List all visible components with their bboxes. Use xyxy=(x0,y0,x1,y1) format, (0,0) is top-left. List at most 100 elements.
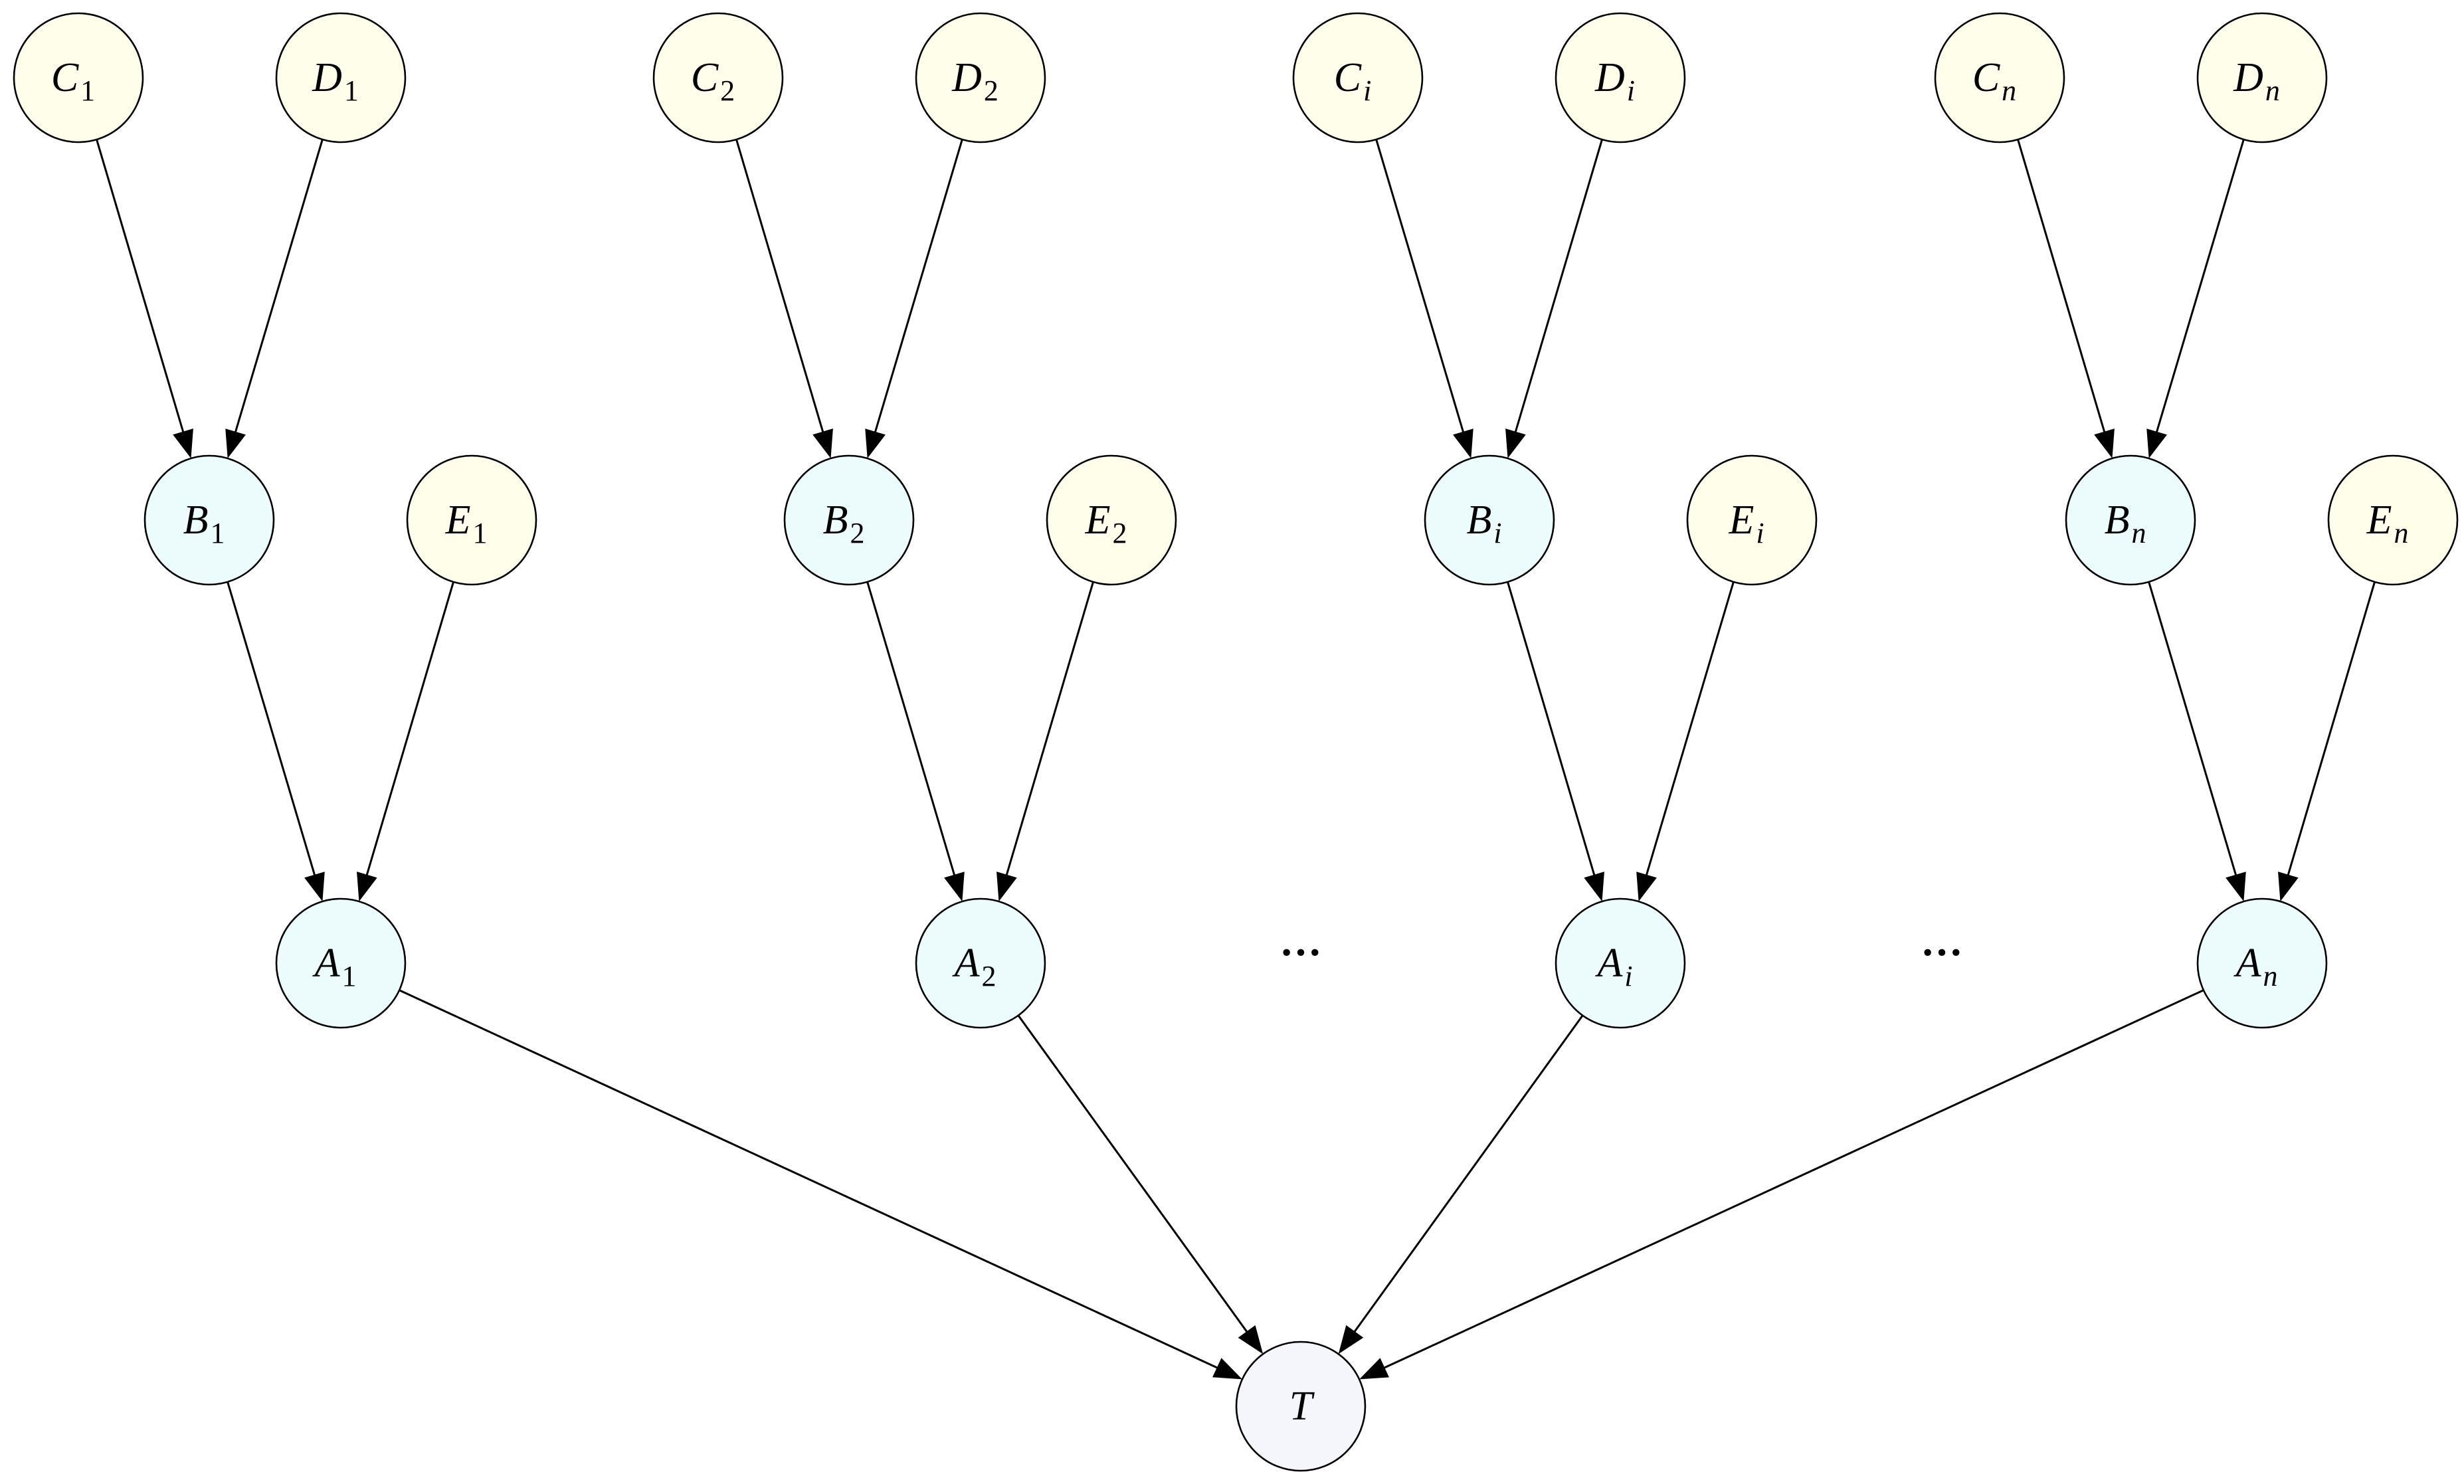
edge-line xyxy=(1353,1014,1584,1333)
node-letter: A xyxy=(952,941,981,986)
node-letter: E xyxy=(445,498,471,543)
edge-d1-to-b1 xyxy=(225,139,324,459)
edge-line xyxy=(1507,581,1596,877)
node-label: D1 xyxy=(312,55,359,107)
edge-line xyxy=(1017,1014,1248,1333)
node-letter: D xyxy=(951,55,982,100)
arrow-head-icon xyxy=(304,872,325,902)
node-circle xyxy=(1555,897,1686,1029)
arrow-head-icon xyxy=(865,428,886,459)
edge-b2-to-a2 xyxy=(866,581,965,902)
node-circle xyxy=(1046,454,1177,586)
node-en: En xyxy=(2327,454,2459,586)
node-d1: D1 xyxy=(275,12,407,143)
node-label: E2 xyxy=(1085,498,1127,549)
arrow-head-icon xyxy=(173,428,193,458)
edge-d2-to-b2 xyxy=(865,139,963,459)
arrow-head-icon xyxy=(2278,872,2299,901)
node-letter: D xyxy=(1594,55,1625,100)
edge-line xyxy=(227,581,316,877)
ellipsis-layer: ······ xyxy=(1279,929,1963,976)
edge-ci-to-bi xyxy=(1375,139,1473,459)
node-subscript: 1 xyxy=(80,74,95,107)
node-ei: Ei xyxy=(1686,454,1818,586)
node-circle xyxy=(1686,454,1818,586)
node-letter: A xyxy=(1594,941,1623,986)
edge-line xyxy=(1382,989,2204,1370)
node-subscript: i xyxy=(1627,74,1635,107)
edge-line xyxy=(2155,139,2245,434)
edge-line xyxy=(96,139,185,434)
node-label: Ei xyxy=(1728,498,1764,549)
node-di: Di xyxy=(1555,12,1686,143)
node-letter: E xyxy=(1085,498,1111,543)
edge-line xyxy=(735,139,824,434)
node-letter: A xyxy=(312,941,341,986)
edge-line xyxy=(399,989,1219,1369)
node-subscript: i xyxy=(1363,74,1371,107)
arrow-head-icon xyxy=(944,872,965,902)
node-ci: Ci xyxy=(1292,12,1424,143)
node-subscript: n xyxy=(2263,960,2277,992)
node-label: A2 xyxy=(952,941,996,992)
node-circle xyxy=(2196,897,2328,1029)
node-subscript: 1 xyxy=(344,74,359,107)
node-circle xyxy=(275,12,407,143)
node-circle xyxy=(1555,12,1686,143)
arrow-head-icon xyxy=(1505,428,1526,458)
edge-a2-to-t xyxy=(1017,1014,1264,1354)
node-subscript: 2 xyxy=(984,74,998,107)
arrow-head-icon xyxy=(1453,428,1473,459)
edge-b1-to-a1 xyxy=(227,581,325,902)
node-e2: E2 xyxy=(1046,454,1177,586)
edges-layer xyxy=(96,139,2376,1380)
node-label: Bn xyxy=(2105,498,2146,549)
node-circle xyxy=(406,454,537,586)
edge-line xyxy=(1375,139,1465,434)
node-ai: Ai xyxy=(1555,897,1686,1029)
arrow-head-icon xyxy=(2146,428,2167,459)
node-circle xyxy=(2065,454,2196,586)
node-c2: C2 xyxy=(652,12,784,143)
node-label: An xyxy=(2233,941,2278,992)
node-a2: A2 xyxy=(915,897,1046,1029)
node-e1: E1 xyxy=(406,454,537,586)
node-bn: Bn xyxy=(2065,454,2196,586)
edge-line xyxy=(2017,139,2106,434)
arrow-head-icon xyxy=(2094,428,2115,458)
arrow-head-icon xyxy=(812,428,833,458)
node-label: Ai xyxy=(1594,941,1632,992)
edge-line xyxy=(2287,581,2376,877)
node-cn: Cn xyxy=(1934,12,2065,143)
node-label: E1 xyxy=(445,498,488,549)
node-circle xyxy=(143,454,275,586)
edge-a1-to-t xyxy=(399,989,1242,1380)
node-subscript: i xyxy=(1756,517,1764,549)
node-letter: E xyxy=(2366,498,2392,543)
node-subscript: 2 xyxy=(1112,517,1127,549)
node-circle xyxy=(783,454,915,586)
node-subscript: 2 xyxy=(850,517,864,549)
node-circle xyxy=(2196,12,2328,143)
node-dn: Dn xyxy=(2196,12,2328,143)
node-letter: A xyxy=(2233,941,2262,986)
edge-an-to-t xyxy=(1359,989,2204,1380)
node-label: B1 xyxy=(183,498,225,549)
arrow-head-icon xyxy=(357,872,377,901)
node-b2: B2 xyxy=(783,454,915,586)
node-letter: T xyxy=(1289,1384,1315,1429)
node-label: Dn xyxy=(2233,55,2280,107)
node-subscript: n xyxy=(2002,74,2016,107)
node-circle xyxy=(1934,12,2065,143)
node-label: Ci xyxy=(1334,55,1372,107)
node-bi: Bi xyxy=(1424,454,1555,586)
node-letter: D xyxy=(2233,55,2263,100)
node-label: C2 xyxy=(691,55,735,107)
node-circle xyxy=(13,12,144,143)
arrow-head-icon xyxy=(1338,1325,1364,1354)
node-circle xyxy=(915,12,1046,143)
node-an: An xyxy=(2196,897,2328,1029)
edge-bn-to-an xyxy=(2148,581,2246,902)
edge-line xyxy=(1645,581,1735,877)
